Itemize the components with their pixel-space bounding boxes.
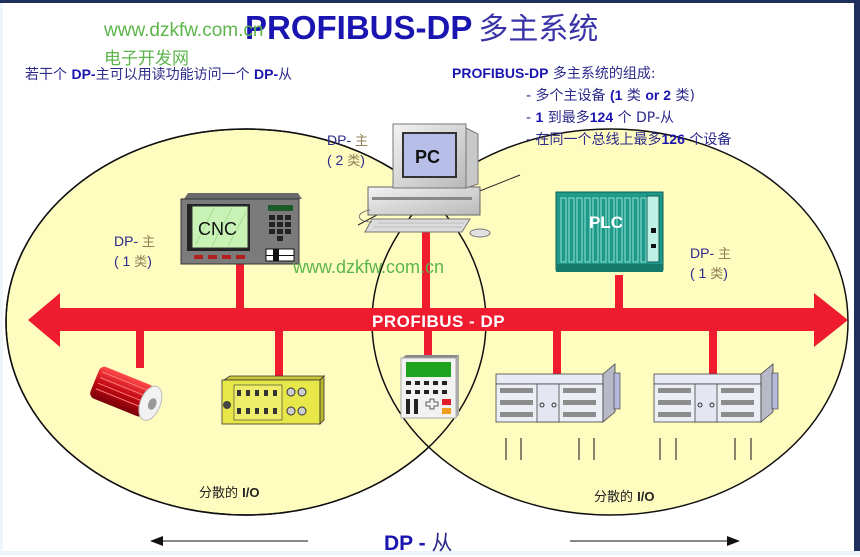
cnc-screen-label: CNC: [198, 219, 237, 239]
drop-rack2: [709, 330, 717, 374]
watermark-cn-top: 电子开发网: [104, 49, 189, 69]
label-cn: 主: [718, 247, 732, 262]
slave-arrow-right-head: [727, 536, 740, 546]
multi-master-note: 若干个 DP-主可以用读功能访问一个 DP-从: [25, 64, 292, 84]
label-cn: 类: [347, 154, 361, 169]
io-en: I/O: [637, 489, 655, 504]
heading-bold: PROFIBUS-DP: [452, 65, 549, 81]
system-composition: PROFIBUS-DP 多主系统的组成: - 多个主设备 (1 类 or 2 类…: [452, 63, 731, 151]
bus-drops: [136, 232, 717, 380]
label-text: DP-: [327, 132, 355, 148]
io-rack-1: [495, 363, 621, 460]
io-module-yellow: [221, 375, 325, 425]
plc-label: PLC: [589, 213, 623, 232]
distributed-io-label-left: 分散的 I/O: [199, 482, 259, 501]
note-text: 若干个: [25, 67, 72, 83]
title-main: PROFIBUS-DP: [245, 9, 473, 46]
pc-device: PC: [357, 123, 521, 238]
io-cn: 分散的: [594, 490, 638, 505]
bus-right-arrowhead: [814, 293, 848, 347]
io-rack-2: [653, 363, 779, 460]
item-bold: 126: [661, 131, 685, 147]
drop-plc: [615, 275, 623, 310]
distributed-io-label-right: 分散的 I/O: [594, 486, 654, 505]
plc-master-label: DP- 主 ( 1 类): [690, 244, 731, 284]
drop-io-yellow: [275, 330, 283, 380]
note-bold: DP-: [71, 66, 96, 82]
slave-arrow-left-head: [150, 536, 163, 546]
item-text: 类: [622, 88, 646, 104]
dp-slave-range-arrow: [150, 536, 740, 546]
note-text: 从: [278, 67, 293, 83]
item-text: - 在同一个总线上最多: [526, 132, 662, 148]
composition-item: - 多个主设备 (1 类 or 2 类): [452, 85, 731, 107]
drop-rack1: [553, 330, 561, 374]
item-text: 到最多: [543, 110, 590, 126]
item-text: 个 DP-从: [613, 110, 674, 126]
item-text: 个设备: [684, 132, 732, 148]
label-text: ): [147, 253, 152, 269]
item-bold: or 2: [645, 87, 671, 103]
cnc-device: CNC: [180, 193, 302, 265]
frame-right-border: [854, 0, 860, 555]
drop-op-panel: [424, 330, 432, 356]
pc-master-label: DP- 主 ( 2 类): [327, 131, 368, 171]
heading-text: 多主系统的组成:: [548, 66, 656, 82]
label-cn: 主: [355, 134, 369, 149]
plc-device: PLC: [555, 191, 664, 272]
frame-bottom-edge: [0, 551, 860, 555]
slave-en: DP -: [384, 532, 432, 555]
frame-left-edge: [0, 0, 3, 555]
drop-oil: [136, 330, 144, 368]
item-bold: 1: [535, 109, 544, 125]
note-bold: DP-: [254, 66, 279, 82]
label-cn: 主: [142, 235, 156, 250]
dp-slave-label: DP - 从: [384, 527, 452, 557]
watermark-url-middle: www.dzkfw.com.cn: [293, 257, 445, 277]
label-text: DP-: [114, 233, 142, 249]
bus-label: PROFIBUS - DP: [372, 312, 506, 331]
label-cn: 类: [710, 267, 724, 282]
drop-pc: [422, 232, 430, 310]
slave-cn: 从: [431, 531, 453, 555]
io-cn: 分散的: [199, 486, 243, 501]
item-bold: (1: [609, 87, 623, 103]
note-text: 主可以用读功能访问一个: [95, 67, 255, 83]
profibus-bus: [28, 293, 848, 347]
label-text: ( 2: [327, 152, 348, 168]
label-text: DP-: [690, 245, 718, 261]
pc-screen-label: PC: [415, 147, 440, 167]
label-text: ): [360, 152, 365, 168]
cnc-master-label: DP- 主 ( 1 类): [114, 232, 155, 272]
io-en: I/O: [242, 485, 260, 500]
drive-device: [90, 366, 163, 421]
label-cn: 类: [134, 255, 148, 270]
label-text: ( 1: [690, 265, 711, 281]
composition-item: - 在同一个总线上最多126 个设备: [452, 129, 731, 151]
drop-cnc: [236, 262, 244, 310]
label-text: ): [723, 265, 728, 281]
composition-item: - 1 到最多124 个 DP-从: [452, 107, 731, 129]
item-text: -: [526, 110, 536, 126]
operator-panel: [400, 355, 459, 419]
item-bold: 124: [589, 109, 614, 125]
label-text: ( 1: [114, 253, 135, 269]
frame-top-border: [0, 0, 860, 3]
composition-heading: PROFIBUS-DP 多主系统的组成:: [452, 63, 731, 85]
title-suffix: 多主系统: [478, 12, 599, 47]
item-text: 类): [671, 88, 695, 104]
bus-left-arrowhead: [28, 293, 60, 347]
item-text: - 多个主设备: [526, 88, 610, 104]
watermark-url-top: www.dzkfw.com.cn: [104, 20, 264, 41]
